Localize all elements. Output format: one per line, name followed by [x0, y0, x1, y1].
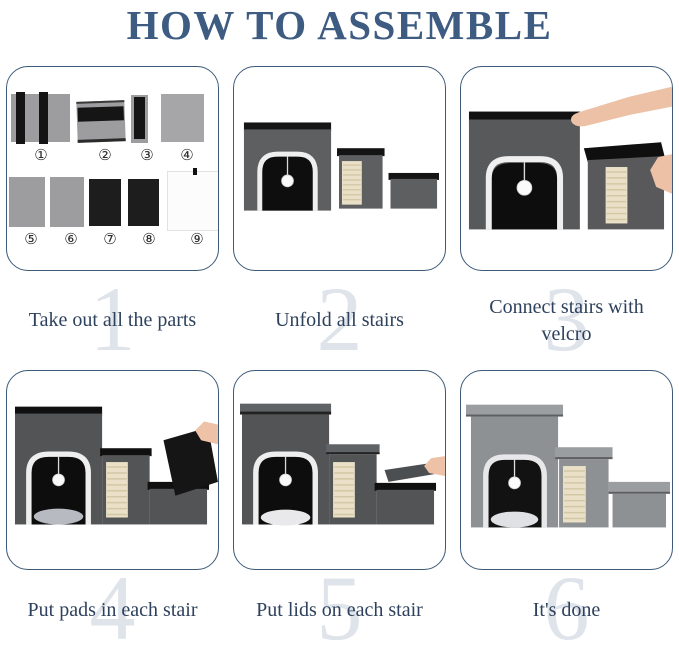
black-pad — [163, 427, 218, 496]
scratch-pad — [106, 462, 128, 518]
panel-edge — [76, 100, 125, 104]
cat-house-cube-lidded — [240, 403, 332, 526]
part-label: ⑥ — [64, 230, 78, 249]
part-gray-panel-5 — [9, 177, 45, 228]
ball-toy — [52, 473, 65, 487]
step-5-image-panel — [233, 370, 446, 571]
middle-stair-finished — [555, 447, 613, 528]
step-3-caption: 3 Connect stairs with velcro — [460, 271, 673, 370]
lid — [326, 444, 380, 455]
part-label: ④ — [180, 146, 194, 165]
arm-top — [570, 86, 672, 127]
step-caption-text: Connect stairs with velcro — [489, 295, 644, 345]
step-number-watermark: 5 — [316, 557, 363, 659]
cat-house-cube-finished — [466, 404, 564, 528]
step-4-caption: 4 Put pads in each stair — [6, 562, 219, 654]
step-caption-text: It's done — [532, 598, 601, 621]
step-number-watermark: 3 — [543, 267, 590, 370]
all-parts-laid-out: ① ② ③ ④ ⑤ ⑥ ⑦ ⑧ ⑨ — [7, 67, 218, 270]
ball-toy — [281, 174, 294, 188]
step-3-image-panel — [460, 66, 673, 272]
part-gray-panel-6 — [50, 177, 84, 228]
lid — [555, 447, 613, 460]
part-label: ② — [98, 146, 112, 165]
hand-right — [650, 154, 672, 194]
cushion — [490, 511, 539, 528]
step-1-image-panel: ① ② ③ ④ ⑤ ⑥ ⑦ ⑧ ⑨ — [6, 66, 219, 272]
step-number-watermark: 1 — [89, 267, 136, 370]
part-black-pad-7 — [89, 179, 121, 227]
step-1-caption: 1 Take out all the parts — [6, 271, 219, 370]
step-number-watermark: 4 — [89, 557, 136, 659]
finished-pet-stair-house — [466, 404, 670, 528]
big-cube — [468, 111, 580, 230]
big-cube-unfolded — [243, 122, 332, 211]
step-6-caption: 6 It's done — [460, 562, 673, 654]
scratch-pad — [333, 462, 355, 518]
ball-toy — [516, 180, 533, 196]
step-2-image-panel — [233, 66, 446, 272]
step-number-watermark: 2 — [316, 267, 363, 370]
three-unfolded-stair-boxes — [243, 122, 440, 211]
hand-inserting-black-pad — [14, 406, 218, 525]
step-caption-text: Put pads in each stair — [27, 598, 198, 621]
step-5-caption: 5 Put lids on each stair — [233, 562, 446, 654]
small-stair-open — [374, 483, 437, 525]
hand-placing-lid — [240, 403, 445, 526]
part-white-board-9 — [167, 168, 218, 232]
hands-connecting-cube-and-stair — [468, 86, 672, 230]
part-label: ① — [34, 146, 48, 165]
step-6-image-panel — [460, 370, 673, 571]
part-plain-panel-4 — [161, 94, 204, 143]
part-label: ③ — [140, 146, 154, 165]
board-tab — [193, 168, 197, 176]
part-label: ⑧ — [142, 230, 156, 249]
cushion — [260, 509, 311, 526]
small-stair-finished — [608, 482, 670, 528]
ball-toy — [279, 473, 292, 487]
part-side-panel-1 — [11, 92, 70, 145]
cushion — [33, 508, 84, 525]
assembly-grid: ① ② ③ ④ ⑤ ⑥ ⑦ ⑧ ⑨ — [0, 66, 679, 654]
lid — [608, 482, 670, 494]
part-label: ⑨ — [190, 230, 204, 249]
velcro-strip — [16, 92, 25, 145]
part-narrow-panel-3 — [131, 95, 148, 144]
middle-stair — [100, 448, 152, 525]
step-caption-text: Put lids on each stair — [256, 598, 423, 621]
ball-toy — [508, 476, 521, 490]
middle-stair-lidded — [326, 444, 380, 525]
panel-edge — [77, 138, 126, 143]
step-2-caption: 2 Unfold all stairs — [233, 271, 446, 370]
lid — [466, 404, 564, 417]
step-caption-text: Take out all the parts — [28, 309, 197, 332]
part-label: ⑤ — [24, 230, 38, 249]
step-number-watermark: 6 — [543, 557, 590, 659]
page-title: HOW TO ASSEMBLE — [126, 2, 553, 48]
step-caption-text: Unfold all stairs — [275, 309, 404, 332]
hand — [424, 456, 445, 477]
cat-house-cube — [14, 406, 103, 525]
part-panel-2 — [76, 100, 126, 143]
small-stair-unfolded — [388, 173, 440, 209]
lid — [240, 403, 332, 414]
step-4-image-panel — [6, 370, 219, 571]
middle-stair-unfolded — [337, 148, 385, 209]
velcro-strip — [39, 92, 48, 145]
velcro-strip — [77, 106, 124, 122]
part-label: ⑦ — [103, 230, 117, 249]
stair-box — [583, 142, 666, 230]
velcro-strip — [134, 97, 145, 140]
part-black-pad-8 — [128, 179, 159, 227]
scratch-pad — [341, 161, 362, 205]
hand — [195, 421, 218, 445]
